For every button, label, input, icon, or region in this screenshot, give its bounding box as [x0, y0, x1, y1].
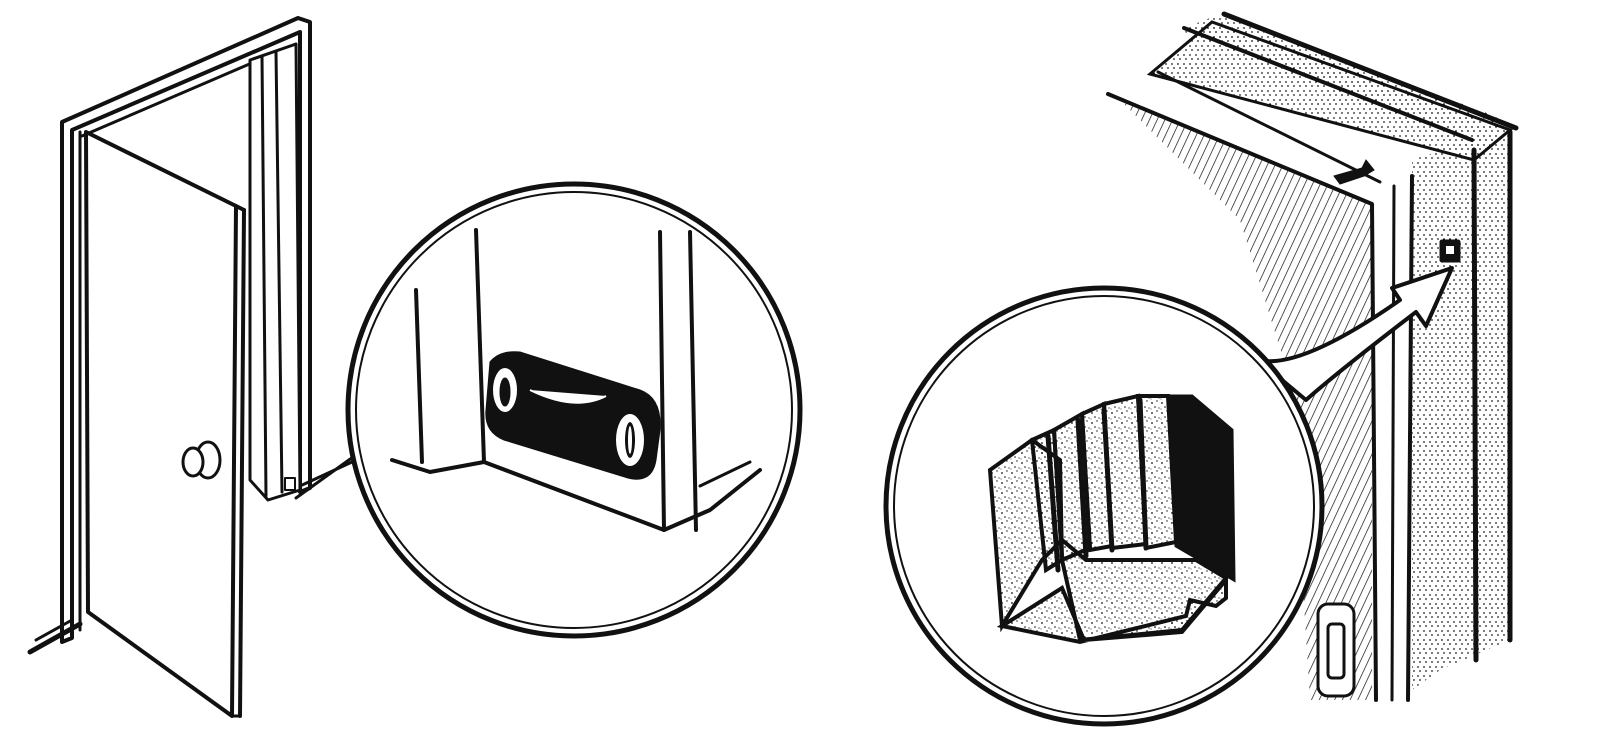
door-knob-icon	[181, 440, 222, 480]
callout-pointer-left	[294, 450, 362, 500]
door-frame	[27, 16, 312, 655]
door-stop-closeup	[345, 181, 803, 639]
door-stop-small	[284, 477, 296, 491]
frame-corner	[1106, 11, 1519, 702]
callout-arrow-icon	[1256, 266, 1454, 402]
door-leaf	[84, 130, 246, 718]
foam-weatherstrip-closeup	[883, 285, 1325, 727]
